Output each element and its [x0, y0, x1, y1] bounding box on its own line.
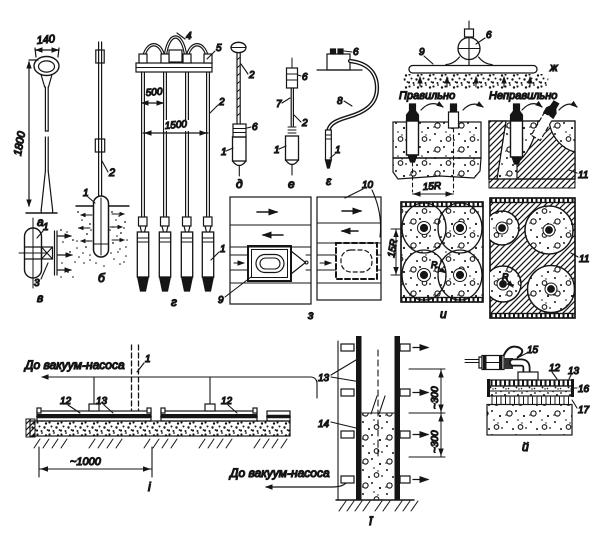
svg-text:ж: ж	[549, 62, 558, 74]
svg-text:12: 12	[549, 363, 561, 374]
svg-text:15R: 15R	[422, 181, 441, 193]
svg-text:3: 3	[34, 278, 40, 289]
svg-text:1: 1	[335, 145, 341, 156]
svg-text:и: и	[440, 307, 447, 321]
svg-text:7: 7	[276, 99, 282, 110]
svg-text:9: 9	[218, 295, 224, 306]
svg-text:140: 140	[36, 33, 56, 47]
svg-text:15R: 15R	[386, 238, 400, 258]
svg-text:з: з	[307, 308, 314, 322]
svg-text:13: 13	[568, 366, 580, 377]
svg-text:1500: 1500	[164, 119, 188, 132]
svg-text:2: 2	[218, 97, 225, 108]
svg-text:До вакуум-насоса: До вакуум-насоса	[228, 466, 330, 480]
svg-text:6: 6	[486, 30, 492, 41]
svg-text:в: в	[37, 291, 43, 305]
svg-text:д: д	[236, 177, 243, 191]
svg-text:8: 8	[337, 96, 343, 107]
svg-text:17: 17	[578, 405, 590, 416]
svg-text:6: 6	[353, 47, 359, 58]
svg-text:2: 2	[248, 70, 255, 81]
svg-text:~1000: ~1000	[70, 456, 102, 468]
svg-text:500: 500	[145, 87, 163, 99]
svg-text:1: 1	[43, 222, 49, 233]
svg-text:1: 1	[220, 244, 226, 255]
svg-text:а: а	[37, 215, 44, 229]
svg-text:4: 4	[186, 31, 192, 42]
svg-text:13: 13	[318, 373, 330, 384]
svg-text:2: 2	[301, 118, 308, 129]
svg-text:ï: ï	[369, 514, 374, 528]
svg-text:г: г	[171, 295, 177, 309]
svg-text:R: R	[431, 260, 438, 270]
svg-text:i: i	[148, 480, 151, 494]
svg-text:е: е	[288, 177, 295, 191]
svg-text:й: й	[522, 440, 529, 454]
svg-text:б: б	[98, 271, 106, 285]
svg-text:11: 11	[578, 170, 588, 181]
svg-text:~300: ~300	[430, 430, 441, 453]
svg-text:1: 1	[221, 147, 227, 158]
svg-text:16: 16	[578, 384, 590, 395]
svg-text:Неправильно: Неправильно	[489, 90, 557, 102]
svg-text:~300: ~300	[430, 386, 441, 409]
svg-text:ε: ε	[326, 174, 332, 188]
svg-text:До вакуум-насоса: До вакуум-насоса	[23, 358, 125, 372]
svg-text:9: 9	[419, 47, 425, 58]
svg-text:Правильно: Правильно	[399, 90, 455, 102]
svg-text:12: 12	[60, 396, 72, 407]
svg-text:R: R	[502, 272, 509, 282]
svg-text:6: 6	[252, 122, 258, 133]
svg-text:14: 14	[318, 419, 330, 430]
svg-text:5: 5	[216, 43, 222, 54]
svg-text:11: 11	[579, 254, 589, 265]
svg-text:10: 10	[362, 180, 374, 191]
svg-text:1: 1	[274, 145, 280, 156]
svg-text:2: 2	[108, 167, 115, 179]
svg-text:12: 12	[221, 396, 233, 407]
svg-text:15: 15	[527, 345, 539, 356]
svg-text:1800: 1800	[12, 130, 28, 157]
svg-text:1: 1	[83, 188, 89, 199]
svg-text:1: 1	[145, 354, 151, 365]
svg-text:13: 13	[96, 396, 108, 407]
svg-text:6: 6	[302, 72, 308, 83]
